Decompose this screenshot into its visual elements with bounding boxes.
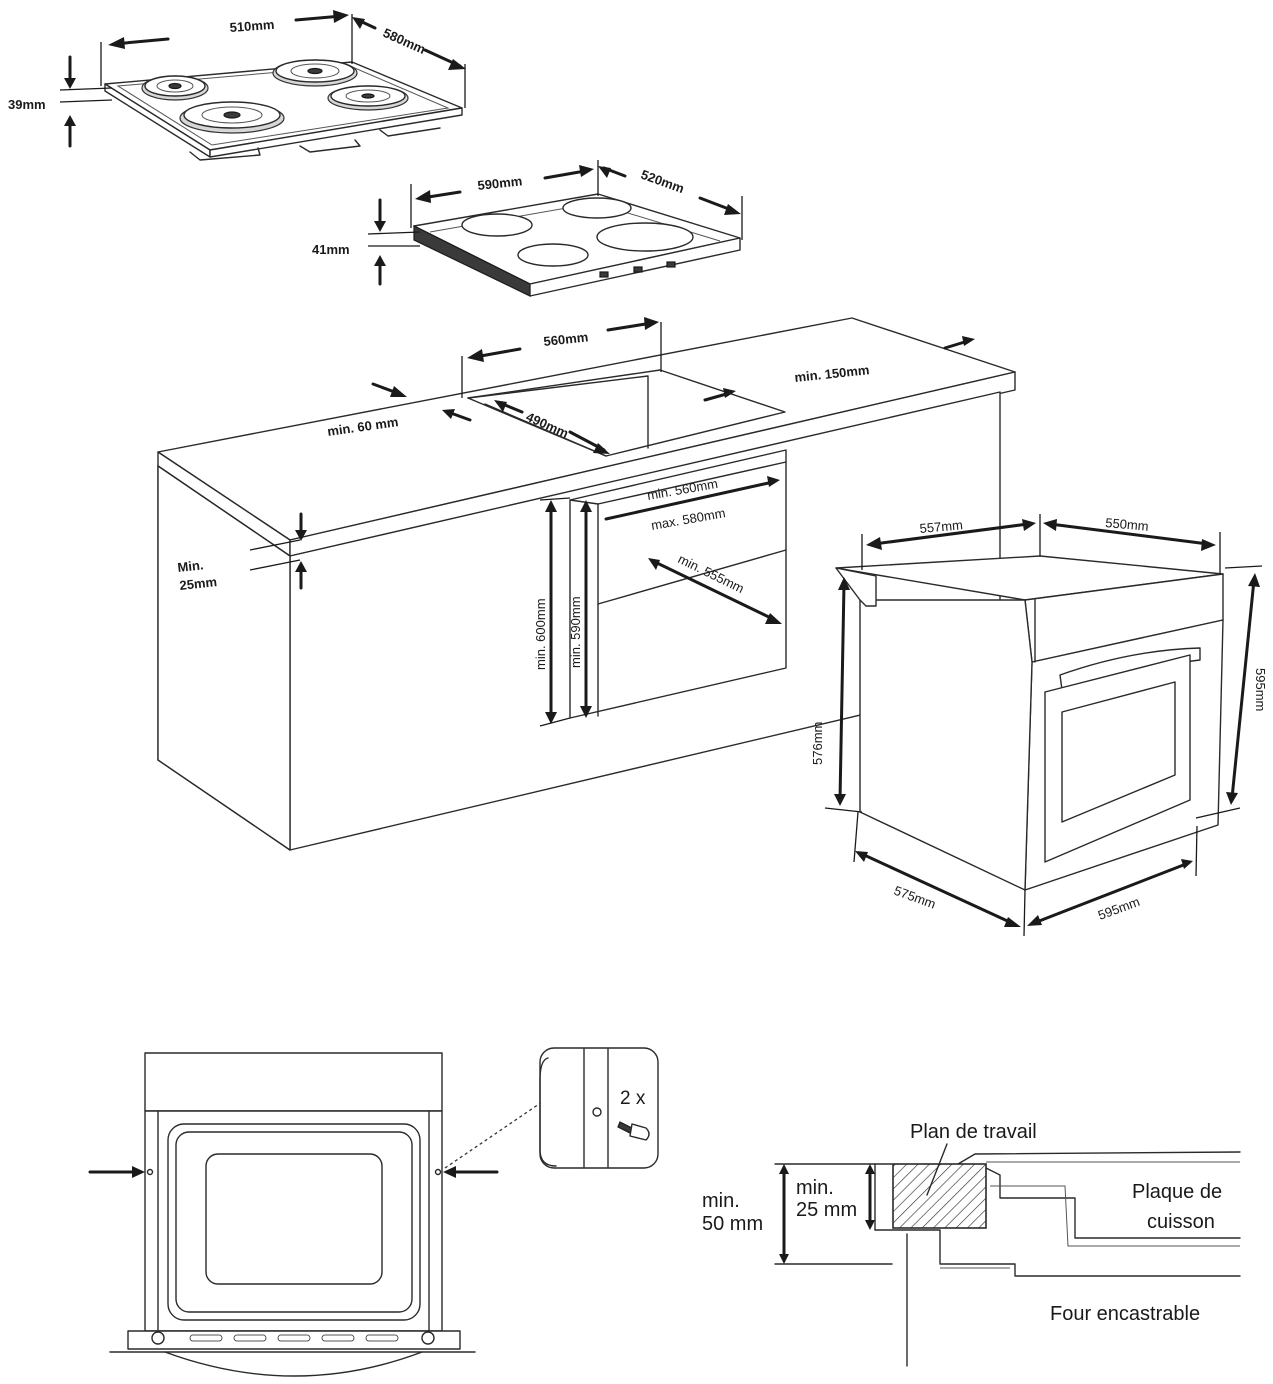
hob1-height-label: 39mm	[8, 97, 46, 112]
hob2-width-label: 590mm	[477, 173, 523, 193]
oven-top-width-label: 557mm	[919, 517, 964, 536]
hob-label-1: Plaque de	[1132, 1181, 1222, 1203]
oven-body-height-label: 576mm	[810, 722, 825, 765]
min-thickness-label-1: Min.	[177, 557, 204, 575]
min-thickness-label-2: 25mm	[179, 574, 218, 593]
hob2-depth-label: 520mm	[639, 167, 686, 196]
oven-label: Four encastrable	[1050, 1303, 1200, 1325]
worktop-hatch	[892, 1163, 987, 1229]
screw-count-label: 2 x	[620, 1088, 646, 1109]
niche-min-height-a-label: min. 600mm	[533, 598, 548, 670]
min50-label-2: 50 mm	[702, 1213, 763, 1235]
hotplate	[179, 101, 285, 134]
worktop-section: min. 50 mm min. 25 mm Plan de travail Pl…	[702, 1121, 1241, 1367]
oven-3d: 557mm 550mm 576mm 595mm 575mm 595mm	[810, 514, 1268, 937]
min25-label-2: 25 mm	[796, 1199, 857, 1221]
hob-hotplates: 510mm 580mm 39mm	[8, 10, 466, 161]
cooking-zone	[517, 243, 589, 267]
oven-front-height-label: 595mm	[1253, 668, 1268, 711]
niche-min-height-b-label: min. 590mm	[568, 596, 583, 668]
worktop-label: Plan de travail	[910, 1121, 1037, 1143]
hob2-height-label: 41mm	[312, 242, 350, 257]
hotplate	[141, 75, 209, 101]
hob1-depth-label: 580mm	[381, 25, 428, 57]
min50-label-1: min.	[702, 1190, 740, 1212]
hotplate	[327, 85, 409, 111]
min25-label-1: min.	[796, 1177, 834, 1199]
hob1-width-label: 510mm	[229, 17, 275, 35]
cooking-zone	[461, 213, 533, 237]
cooking-zone	[596, 222, 694, 252]
kitchen-cabinet: 560mm min. 150mm min. 60 mm 490mm Min. 2…	[157, 317, 1016, 851]
hob-label-2: cuisson	[1147, 1211, 1215, 1233]
cutout-width-label: 560mm	[543, 329, 589, 349]
oven-top-depth-label: 550mm	[1105, 515, 1150, 534]
oven-front-fixing: 2 x	[88, 1047, 659, 1377]
oven-bottom-width-label: 595mm	[1096, 894, 1142, 923]
cooking-zone	[562, 197, 632, 219]
hob-ceramic: 590mm 520mm 41mm	[312, 160, 743, 297]
hotplate	[272, 59, 358, 87]
